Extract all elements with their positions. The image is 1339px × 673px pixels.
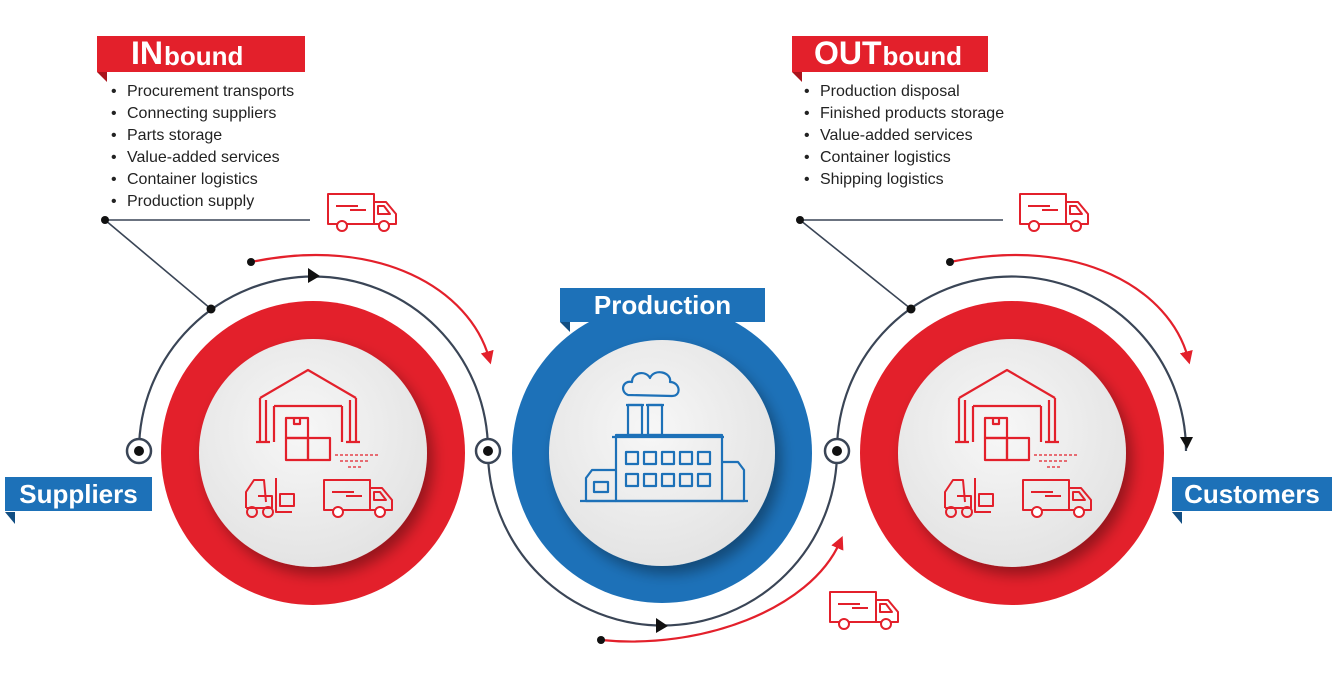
outbound-list: Production disposal Finished products st… — [802, 81, 1004, 191]
outbound-title: OUT bound — [792, 36, 988, 72]
list-item: Parts storage — [109, 125, 294, 147]
production-red-arc — [600, 535, 844, 643]
outbound-connector — [799, 219, 1003, 310]
inbound-circle — [161, 301, 465, 605]
suppliers-label: Suppliers — [5, 477, 152, 511]
list-item: Value-added services — [802, 125, 1004, 147]
list-item: Procurement transports — [109, 81, 294, 103]
list-item: Production supply — [109, 191, 294, 213]
outbound-red-arc — [949, 253, 1193, 365]
list-item: Container logistics — [802, 147, 1004, 169]
list-item: Connecting suppliers — [109, 103, 294, 125]
outbound-flow-arc — [835, 275, 1188, 452]
connectors — [104, 219, 1003, 310]
list-item: Production disposal — [802, 81, 1004, 103]
customers-label: Customers — [1172, 477, 1332, 511]
flow-node-markers — [125, 437, 851, 465]
list-item: Shipping logistics — [802, 169, 1004, 191]
inbound-title: IN bound — [97, 36, 305, 72]
outbound-circle — [860, 301, 1164, 605]
inbound-connector — [104, 219, 310, 310]
delivery-truck-icon — [829, 591, 899, 630]
list-item: Value-added services — [109, 147, 294, 169]
factory-icon — [580, 371, 748, 503]
production-label: Production — [560, 288, 765, 322]
delivery-truck-icon — [1019, 193, 1089, 232]
list-item: Container logistics — [109, 169, 294, 191]
inbound-list: Procurement transports Connecting suppli… — [109, 81, 294, 213]
inbound-red-arc — [250, 253, 494, 365]
delivery-truck-icon — [327, 193, 397, 232]
production-circle — [512, 303, 812, 603]
list-item: Finished products storage — [802, 103, 1004, 125]
